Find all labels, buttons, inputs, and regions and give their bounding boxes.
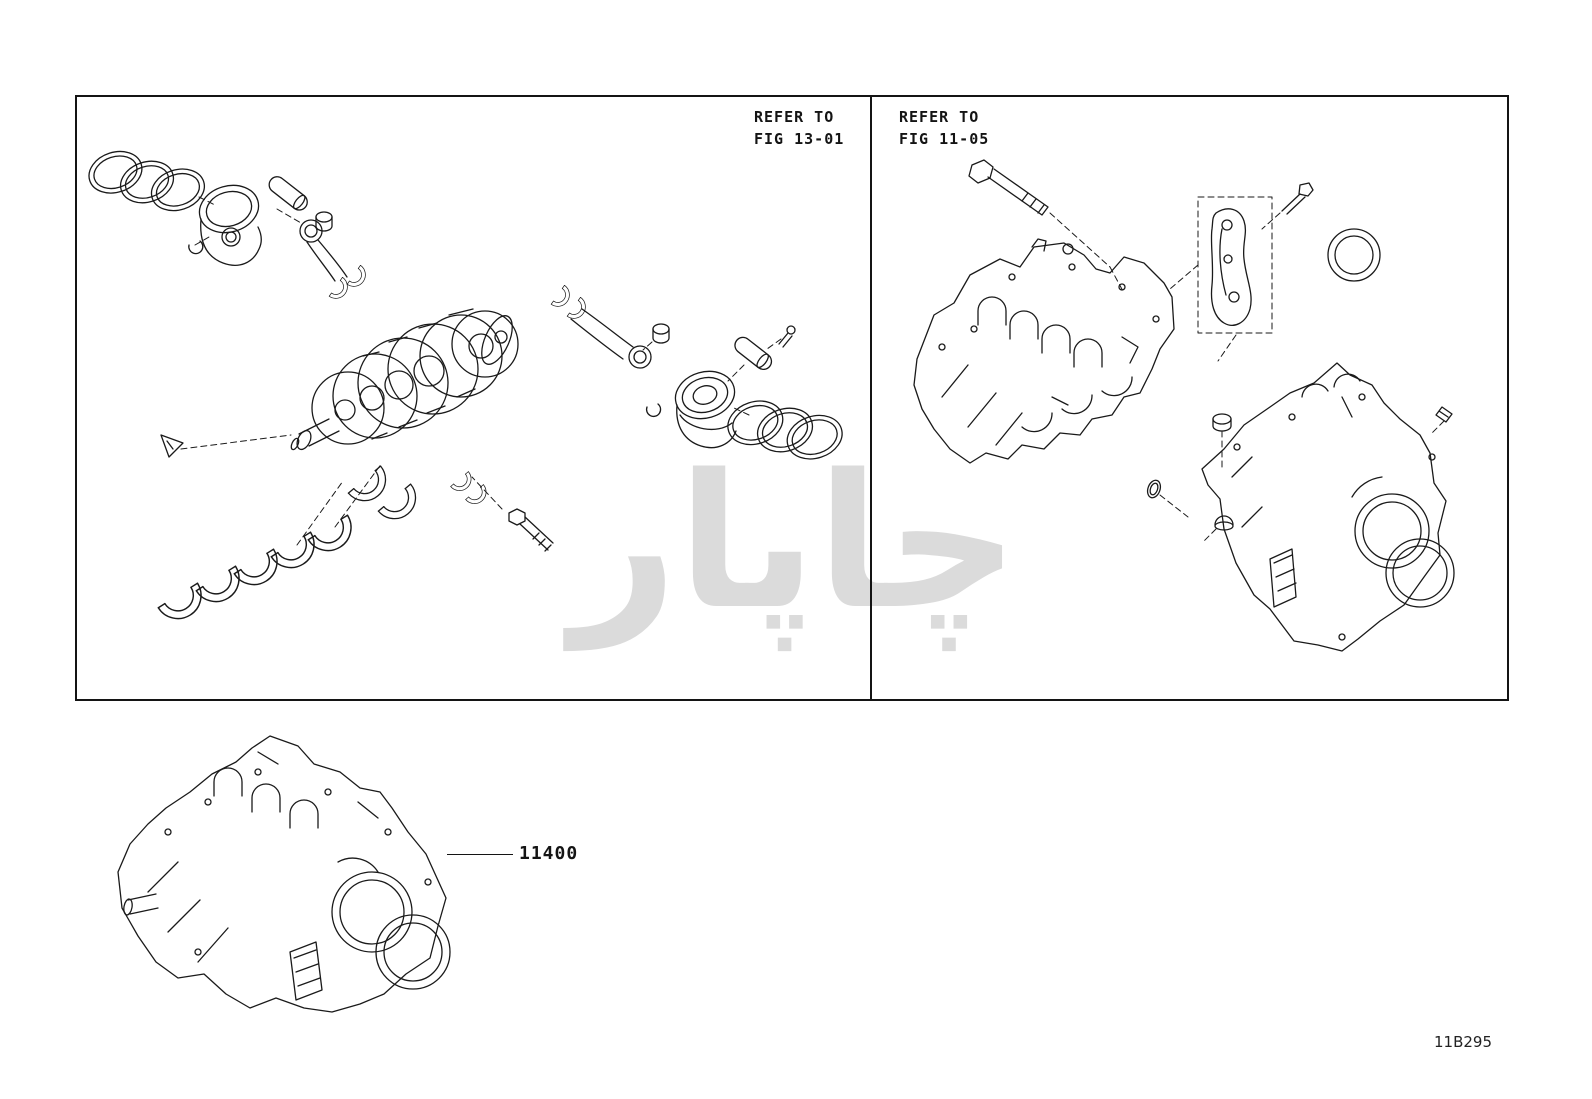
rod-bushing-right-icon <box>652 323 670 344</box>
snap-ring-right-icon <box>645 403 662 418</box>
leader-lines <box>180 196 782 546</box>
cylinder-block-side-view-icon <box>1201 362 1455 652</box>
refer-note-right-line2: FIG 11-05 <box>899 130 990 148</box>
panel-divider <box>870 97 872 699</box>
tensioner-outline-box <box>1197 196 1273 334</box>
crankshaft-seal-icon <box>1327 228 1381 282</box>
watermark: چاپار <box>570 434 1020 650</box>
piston-pin-left-icon <box>268 176 308 211</box>
rod-bushing-left-icon <box>315 211 333 232</box>
chain-tensioner-icon <box>1210 208 1252 326</box>
crank-bolt-icon <box>508 508 554 552</box>
crankshaft-piston-exploded-drawing <box>88 150 843 629</box>
crank-front-cone-icon <box>160 434 184 458</box>
part-number-label[interactable]: 11400 <box>519 843 579 864</box>
plug-icon <box>1214 515 1234 531</box>
connecting-rod-right-icon <box>550 284 652 369</box>
piston-rings-left-icon <box>88 150 205 212</box>
refer-note-left-line2: FIG 13-01 <box>754 130 845 148</box>
piston-left-icon <box>198 184 262 266</box>
main-bearing-shells-icon <box>157 514 361 629</box>
thrust-washer-pair-icon <box>347 465 425 528</box>
piston-right-icon <box>674 370 737 449</box>
head-bolt-icon <box>968 159 1049 216</box>
crankshaft-icon <box>290 308 519 451</box>
small-bolt-icon <box>1281 182 1314 215</box>
short-block-outline <box>117 735 447 1013</box>
connecting-rod-left-icon <box>299 219 371 304</box>
piston-rings-right-icon <box>727 400 843 460</box>
diagram-frame: REFER TO FIG 13-01 REFER TO FIG 11-05 <box>75 95 1509 701</box>
dowel-pin-icon <box>1435 406 1453 423</box>
figure-code: 11B295 <box>1434 1033 1493 1051</box>
cylinder-block-top-view-icon <box>913 238 1175 464</box>
refer-note-left: REFER TO FIG 13-01 <box>754 106 844 150</box>
sealing-cap-icon <box>1212 413 1232 432</box>
leader-lines <box>1049 212 1445 542</box>
o-ring-icon <box>1146 479 1162 499</box>
refer-note-left-line1: REFER TO <box>754 108 835 126</box>
part-callout-line <box>447 854 513 855</box>
crank-stub-icon <box>123 893 159 916</box>
short-block-drawing <box>117 735 451 1013</box>
cylinder-block-drawing <box>913 159 1455 652</box>
refer-note-right: REFER TO FIG 11-05 <box>899 106 989 150</box>
snap-ring-left-icon <box>188 240 204 255</box>
piston-pin-right-icon <box>734 336 773 371</box>
small-screw-icon <box>778 325 796 348</box>
cylinder-bores-icon <box>331 871 451 990</box>
refer-note-right-line1: REFER TO <box>899 108 980 126</box>
